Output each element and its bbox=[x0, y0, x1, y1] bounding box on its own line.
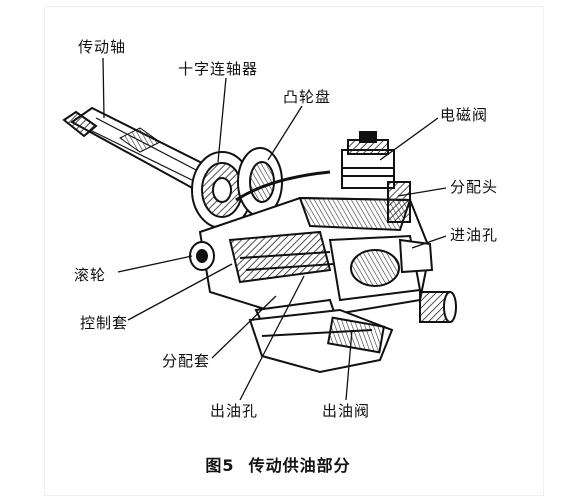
distributor-head-part bbox=[387, 181, 434, 274]
label-solenoid-valve: 电磁阀 bbox=[440, 106, 489, 124]
label-delivery-valve: 出油阀 bbox=[322, 402, 371, 420]
cam-disc-part bbox=[235, 147, 331, 217]
label-distributor-head: 分配头 bbox=[450, 178, 499, 196]
label-roller: 滚轮 bbox=[74, 266, 107, 284]
base-block bbox=[248, 298, 394, 374]
outlet-fitting bbox=[419, 291, 457, 323]
solenoid-valve-part bbox=[341, 131, 395, 189]
label-oil-outlet-hole: 出油孔 bbox=[210, 402, 259, 420]
figure-caption: 图5 传动供油部分 bbox=[0, 452, 570, 476]
label-cam-disc: 凸轮盘 bbox=[283, 88, 332, 106]
figure-number: 图5 bbox=[205, 456, 235, 475]
pump-body bbox=[198, 196, 432, 322]
leader-lines bbox=[102, 57, 447, 401]
label-drive-shaft: 传动轴 bbox=[78, 38, 127, 56]
drive-shaft-part bbox=[62, 106, 214, 192]
label-control-sleeve: 控制套 bbox=[80, 314, 129, 332]
label-cross-coupling: 十字连轴器 bbox=[178, 60, 259, 78]
label-distributor-sleeve: 分配套 bbox=[162, 352, 211, 370]
roller-part bbox=[189, 241, 215, 271]
label-oil-inlet: 进油孔 bbox=[450, 226, 499, 244]
figure-title: 传动供油部分 bbox=[248, 456, 351, 475]
